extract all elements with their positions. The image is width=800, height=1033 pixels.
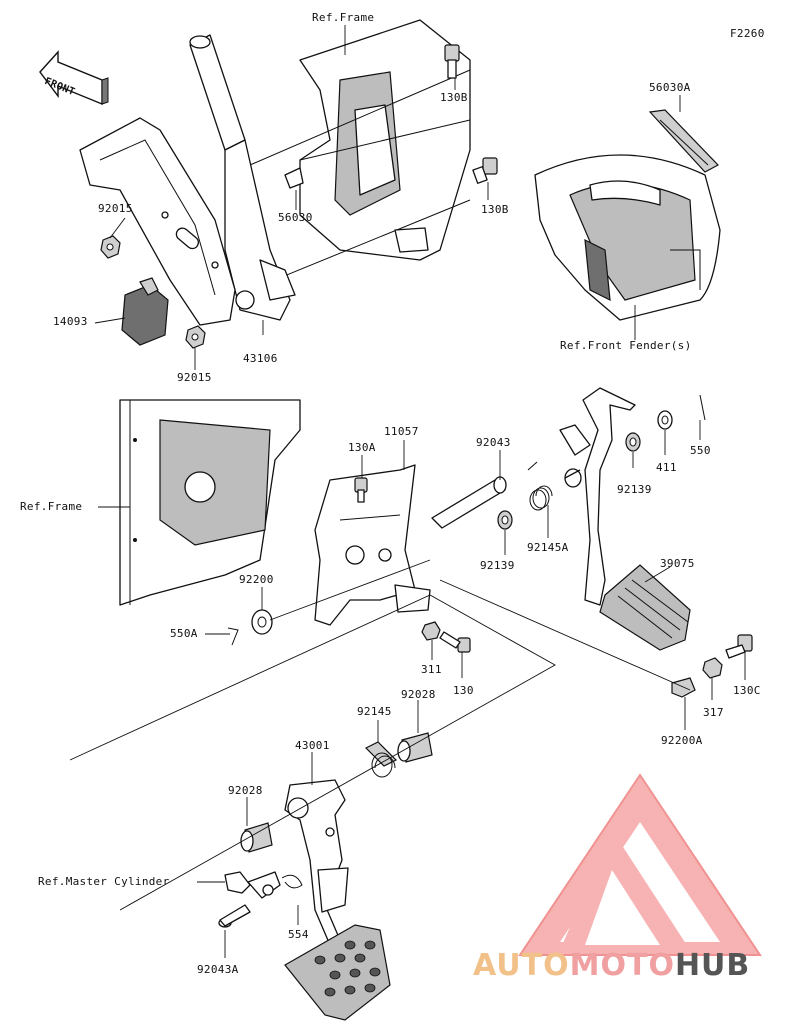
bolt-130	[439, 631, 471, 653]
label-92200a: 92200A	[661, 734, 703, 747]
nut-92015-b	[185, 325, 206, 349]
label-ref-frame-left: Ref.Frame	[20, 500, 83, 513]
accelerator-pedal-39075	[559, 387, 691, 651]
label-92015-b: 92015	[177, 371, 212, 384]
label-92139-a: 92139	[617, 483, 652, 496]
label-130a: 130A	[348, 441, 376, 454]
pin-550	[699, 394, 706, 421]
label-56030: 56030	[278, 211, 313, 224]
label-92200: 92200	[239, 573, 274, 586]
label-14093: 14093	[53, 315, 88, 328]
watermark-auto: AUTO	[473, 948, 570, 983]
label-92028-b: 92028	[228, 784, 263, 797]
top-frame-section	[249, 19, 471, 291]
washer-92139-b	[497, 510, 513, 530]
label-317: 317	[703, 706, 724, 719]
label-43106: 43106	[243, 352, 278, 365]
pedal-pad-dots	[314, 940, 381, 997]
label-130: 130	[453, 684, 474, 697]
label-11057: 11057	[384, 425, 419, 438]
collar	[564, 468, 582, 488]
front-fender	[534, 154, 721, 321]
nut-311	[421, 621, 441, 641]
bushing-92028-b	[240, 822, 273, 853]
bolt-130c	[725, 634, 753, 659]
figure-code: F2260	[730, 27, 765, 40]
pin-92043a	[218, 904, 251, 928]
label-43001: 43001	[295, 739, 330, 752]
master-cylinder-rod	[224, 871, 281, 899]
nut-92015-a	[100, 235, 121, 259]
label-554: 554	[288, 928, 309, 941]
label-92015-a: 92015	[98, 202, 133, 215]
clip-554	[281, 874, 303, 889]
label-ref-master-cylinder: Ref.Master Cylinder	[38, 875, 170, 888]
spring-92145a	[527, 461, 553, 511]
label-311: 311	[421, 663, 442, 676]
label-130b-a: 130B	[440, 91, 468, 104]
watermark-moto: MOTO	[569, 948, 675, 983]
nut-317	[702, 657, 723, 679]
label-39075: 39075	[660, 557, 695, 570]
label-92145: 92145	[357, 705, 392, 718]
label-56030a: 56030A	[649, 81, 691, 94]
label-92043a: 92043A	[197, 963, 239, 976]
watermark-hub: HUB	[674, 948, 751, 983]
label-130b-b: 130B	[481, 203, 509, 216]
pedal-bracket-11057	[314, 464, 431, 626]
watermark-text: AUTOMOTOHUB	[473, 948, 750, 983]
label-130c: 130C	[733, 684, 761, 697]
brake-bracket-43106	[79, 117, 236, 326]
label-92139-b: 92139	[480, 559, 515, 572]
label-92043: 92043	[476, 436, 511, 449]
switch-14093	[121, 277, 169, 346]
bolt-130a	[354, 477, 368, 503]
label-550: 550	[690, 444, 711, 457]
bolt-130b-a	[444, 44, 460, 79]
bushing-92028-a	[397, 732, 433, 763]
pin-550a	[227, 627, 239, 646]
hand-brake-lever	[189, 34, 296, 321]
shaft-92043	[431, 476, 507, 529]
left-frame-section	[119, 399, 301, 606]
label-411: 411	[656, 461, 677, 474]
clip-56030	[284, 167, 304, 189]
mat-56030a	[648, 109, 719, 173]
label-ref-front-fender: Ref.Front Fender(s)	[560, 339, 692, 352]
spring-92145	[364, 741, 398, 778]
washer-92200	[251, 609, 273, 635]
bolt-130b-b	[472, 157, 498, 184]
washer-92139-a	[625, 432, 641, 452]
brake-pedal-43001	[284, 779, 391, 1021]
label-92028-a: 92028	[401, 688, 436, 701]
leader-lines	[69, 25, 746, 958]
front-arrow-icon	[39, 50, 109, 106]
washer-411	[657, 410, 673, 430]
watermark-logo-icon	[518, 773, 762, 956]
label-ref-frame-top: Ref.Frame	[312, 11, 375, 24]
label-92145a: 92145A	[527, 541, 569, 554]
label-550a: 550A	[170, 627, 198, 640]
